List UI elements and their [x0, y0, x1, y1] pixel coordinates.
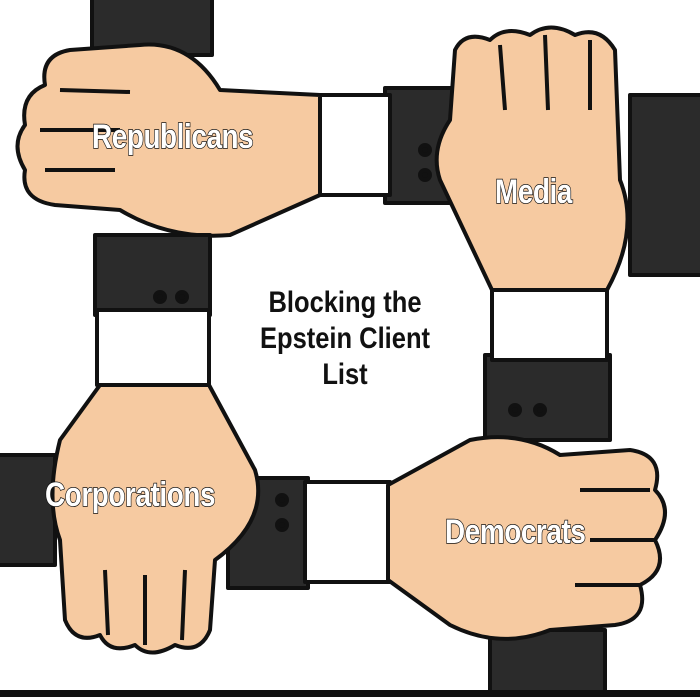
hand-corporations: [50, 383, 261, 655]
sleeve-right: [628, 93, 700, 277]
center-caption: Blocking the Epstein Client List: [239, 285, 452, 393]
sleeve-bottom: [488, 628, 607, 697]
label-media: Media: [494, 173, 573, 211]
hand-media: [434, 25, 630, 292]
label-corporations: Corporations: [44, 476, 216, 514]
cuff-republicans: [308, 93, 392, 197]
caption-line-2: Epstein Client: [259, 322, 431, 355]
sleeve-corporations: [93, 233, 212, 317]
hand-democrats: [386, 435, 667, 641]
label-republicans: Republicans: [91, 118, 254, 156]
cuff-corporations: [95, 308, 211, 387]
sleeve-media: [483, 353, 612, 442]
caption-line-3: List: [322, 358, 368, 391]
cuff-media: [490, 283, 609, 362]
caption-line-1: Blocking the: [268, 286, 422, 319]
cuff-democrats: [303, 480, 392, 584]
bottom-border: [0, 690, 700, 697]
sleeve-left: [0, 453, 57, 567]
label-democrats: Democrats: [444, 513, 586, 551]
